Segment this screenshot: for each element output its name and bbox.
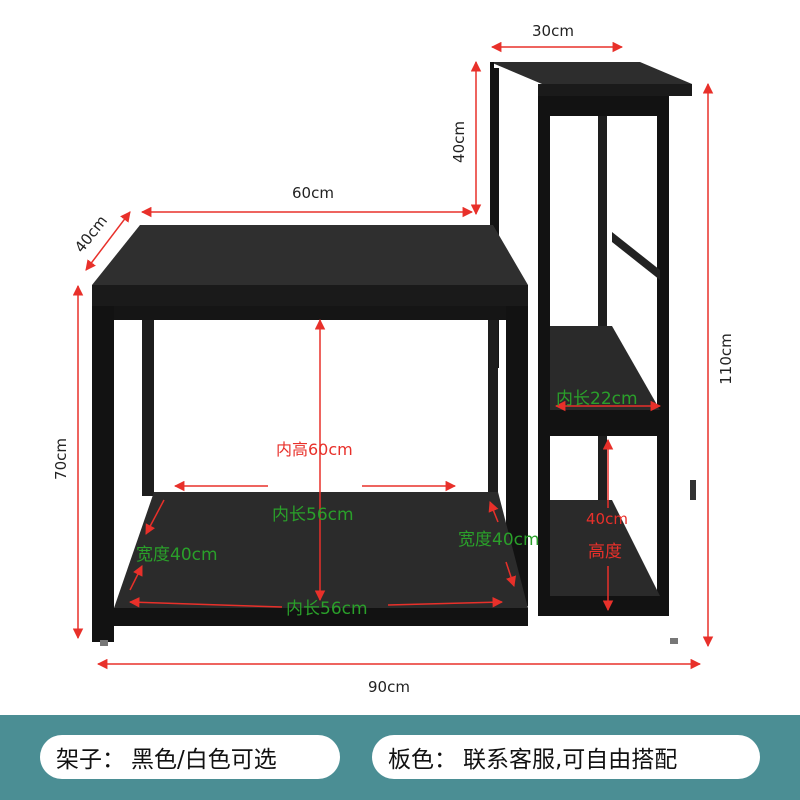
front-post-left — [538, 96, 550, 616]
foot-left — [100, 640, 108, 646]
top-board-front — [538, 84, 692, 96]
label-desk-width: 60cm — [292, 184, 334, 202]
label-inner-height: 内高60cm — [276, 440, 353, 459]
dimension-lines — [72, 41, 714, 670]
label-depth-left: 宽度40cm — [136, 545, 218, 565]
foot-right — [670, 638, 678, 644]
depth-left-lower — [129, 565, 143, 591]
desk-apron — [114, 306, 506, 320]
desk-bottom-rail — [114, 608, 528, 626]
inner-dimension-lines — [128, 318, 662, 612]
side-latch — [690, 480, 696, 500]
info-banner: 架子： 黑色/白色可选 板色： 联系客服,可自由搭配 — [0, 715, 800, 800]
label-inner-length-lower: 内长56cm — [286, 599, 368, 619]
label-shelf-height-text: 高度 — [588, 542, 622, 562]
board-color-pill: 板色： 联系客服,可自由搭配 — [372, 735, 760, 779]
inner-length-lower-left — [128, 597, 283, 608]
back-post-left — [490, 68, 499, 368]
label-total-height: 110cm — [716, 333, 735, 385]
depth-right-lower — [505, 561, 516, 587]
rack-color-label: 架子： — [56, 747, 125, 773]
label-shelf-length: 内长22cm — [556, 389, 638, 409]
top-board-edge-left — [490, 62, 494, 72]
desk-top-surface — [92, 225, 528, 285]
depth-right-upper — [488, 501, 499, 523]
top-frame-rail — [550, 96, 657, 116]
back-post-right — [598, 96, 607, 516]
desk-leg-front-left — [92, 306, 114, 642]
front-post-right — [657, 96, 669, 616]
side-rail — [612, 232, 660, 280]
tall-section — [490, 62, 696, 616]
label-top-width: 30cm — [532, 22, 574, 40]
inner-length-lower-right — [387, 597, 504, 608]
board-color-value: 联系客服,可自由搭配 — [463, 747, 678, 773]
rack-color-pill: 架子： 黑色/白色可选 — [40, 735, 340, 779]
desk-leg-back-right — [488, 306, 498, 496]
label-desk-height: 70cm — [51, 438, 70, 480]
middle-shelf — [550, 326, 660, 410]
desk-top-front — [92, 285, 528, 306]
label-total-width: 90cm — [368, 678, 410, 696]
middle-shelf-rail — [550, 410, 657, 436]
furniture-drawing — [72, 41, 714, 670]
depth-left-upper — [145, 499, 165, 535]
top-board-surface — [490, 62, 692, 84]
desk-leg-front-right — [506, 306, 528, 606]
desk-leg-back-left — [142, 306, 154, 496]
product-figure: 30cm 40cm 60cm 40cm 70cm 110cm 90cm 内高60… — [51, 22, 735, 696]
label-top-height: 40cm — [449, 121, 468, 163]
board-color-label: 板色： — [388, 747, 457, 773]
bottom-shelf-rail — [550, 596, 657, 616]
label-shelf-height-value: 40cm — [586, 510, 628, 528]
rack-color-value: 黑色/白色可选 — [131, 747, 277, 773]
label-depth-right: 宽度40cm — [458, 530, 540, 550]
label-inner-length-upper: 内长56cm — [272, 505, 354, 525]
bottom-shelf — [550, 500, 660, 596]
dim-line-desk-depth — [85, 211, 131, 271]
